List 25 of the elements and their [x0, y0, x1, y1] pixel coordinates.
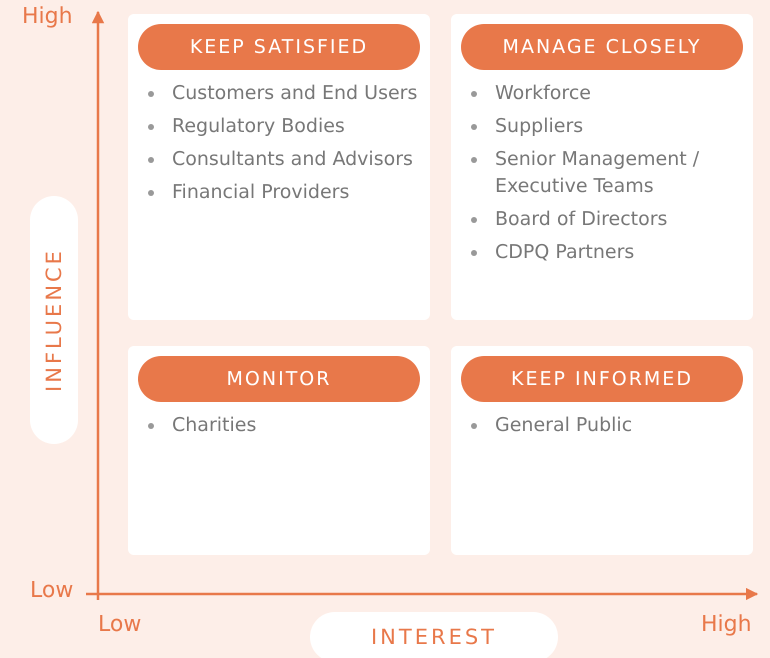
quadrant-card [128, 346, 430, 555]
stakeholder-item: Senior Management / Executive Teams [495, 147, 700, 199]
stakeholder-item: Financial Providers [172, 180, 350, 205]
quadrant-heading: KEEP SATISFIED [138, 24, 420, 70]
quadrant-heading: MONITOR [138, 356, 420, 402]
stakeholder-item: General Public [495, 413, 634, 438]
stakeholder-item: Customers and End Users [172, 81, 418, 106]
axis-tick-label: High [22, 4, 73, 29]
quadrant-card [451, 14, 753, 320]
stakeholder-item: Consultants and Advisors [172, 147, 414, 172]
stakeholder-item: Regulatory Bodies [172, 114, 346, 139]
stakeholder-item: Board of Directors [495, 207, 668, 232]
quadrant-heading: KEEP INFORMED [461, 356, 743, 402]
axis-tick-label: High [701, 612, 752, 637]
stakeholder-item: Workforce [495, 81, 592, 106]
stakeholder-item: Charities [172, 413, 258, 438]
stakeholder-item: CDPQ Partners [495, 240, 636, 265]
quadrant-card [128, 14, 430, 320]
axis-tick-label: Low [98, 612, 142, 637]
quadrant-heading: MANAGE CLOSELY [461, 24, 743, 70]
axis-title: INFLUENCE [30, 196, 78, 444]
quadrant-card [451, 346, 753, 555]
stakeholder-item: Suppliers [495, 114, 584, 139]
axis-title: INTEREST [310, 612, 558, 658]
axis-tick-label: Low [30, 578, 74, 603]
